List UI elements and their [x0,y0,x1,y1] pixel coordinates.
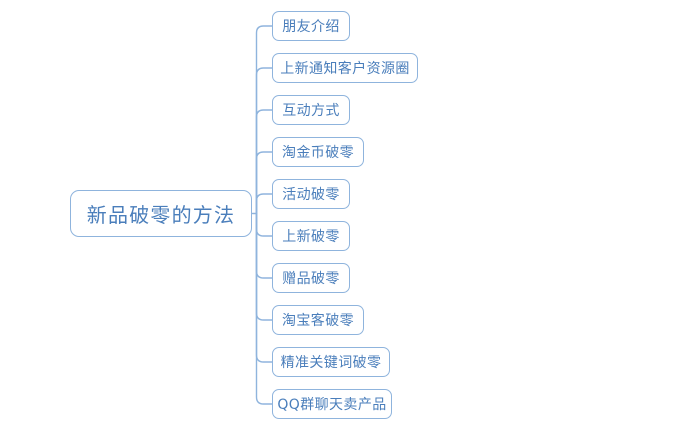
connector-branch-4 [255,151,273,215]
connector-branch-7 [255,212,273,279]
connector-branch-3 [255,109,273,215]
branch-node-2[interactable]: 上新通知客户资源圈 [272,53,418,83]
branch-node-label: 活动破零 [282,187,340,203]
branch-node-label: 朋友介绍 [282,19,340,35]
branch-node-label: QQ群聊天卖产品 [277,397,387,413]
branch-node-label: 赠品破零 [282,271,340,287]
branch-node-label: 精准关键词破零 [280,355,382,371]
root-node-label: 新品破零的方法 [86,203,236,227]
connector-branch-2 [255,67,273,215]
branch-node-label: 淘宝客破零 [282,313,354,329]
branch-node-4[interactable]: 淘金币破零 [272,137,364,167]
connector-branch-1 [255,25,273,215]
connector-branch-8 [255,212,273,321]
branch-node-label: 互动方式 [282,103,340,119]
branch-node-1[interactable]: 朋友介绍 [272,11,350,41]
branch-node-label: 上新通知客户资源圈 [280,61,410,77]
branch-node-10[interactable]: QQ群聊天卖产品 [272,389,392,419]
root-node[interactable]: 新品破零的方法 [70,190,252,237]
connector-branch-9 [255,212,273,363]
connector-branch-10 [255,212,273,405]
connector-branch-5 [255,193,273,215]
branch-node-9[interactable]: 精准关键词破零 [272,347,390,377]
connector-branch-6 [255,212,273,237]
branch-node-5[interactable]: 活动破零 [272,179,350,209]
branch-node-6[interactable]: 上新破零 [272,221,350,251]
branch-node-label: 上新破零 [282,229,340,245]
branch-node-3[interactable]: 互动方式 [272,95,350,125]
branch-node-7[interactable]: 赠品破零 [272,263,350,293]
branch-node-8[interactable]: 淘宝客破零 [272,305,364,335]
branch-node-label: 淘金币破零 [282,145,354,161]
